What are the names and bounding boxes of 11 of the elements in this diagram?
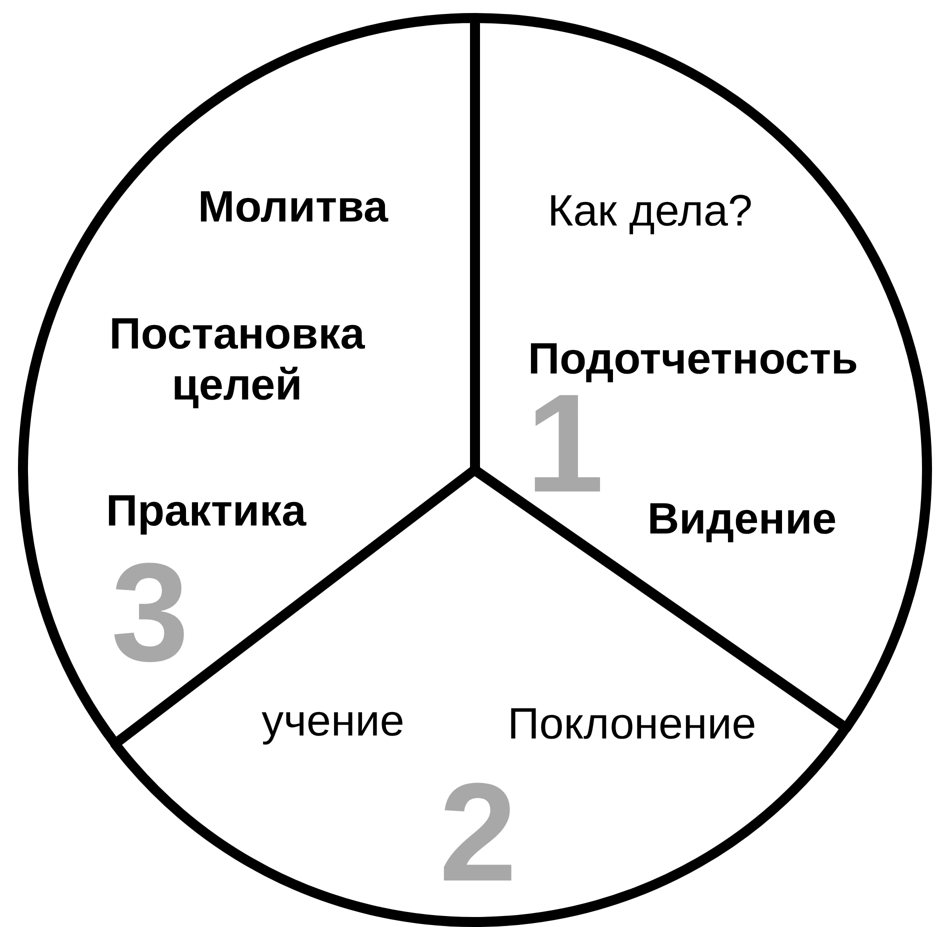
sector-number: 3: [111, 560, 189, 664]
topic-label: Практика: [106, 486, 306, 538]
topic-label: Видение: [647, 494, 837, 546]
topic-label: Подотчетность: [528, 334, 858, 386]
sector-number: 2: [439, 780, 517, 884]
topic-label: Поклонение: [508, 700, 756, 750]
topic-label: Как дела?: [548, 186, 752, 238]
sector-number: 1: [526, 390, 604, 496]
topic-label: Молитва: [198, 182, 388, 234]
topic-label: учение: [262, 696, 404, 748]
topic-label: Постановка целей: [108, 309, 366, 411]
